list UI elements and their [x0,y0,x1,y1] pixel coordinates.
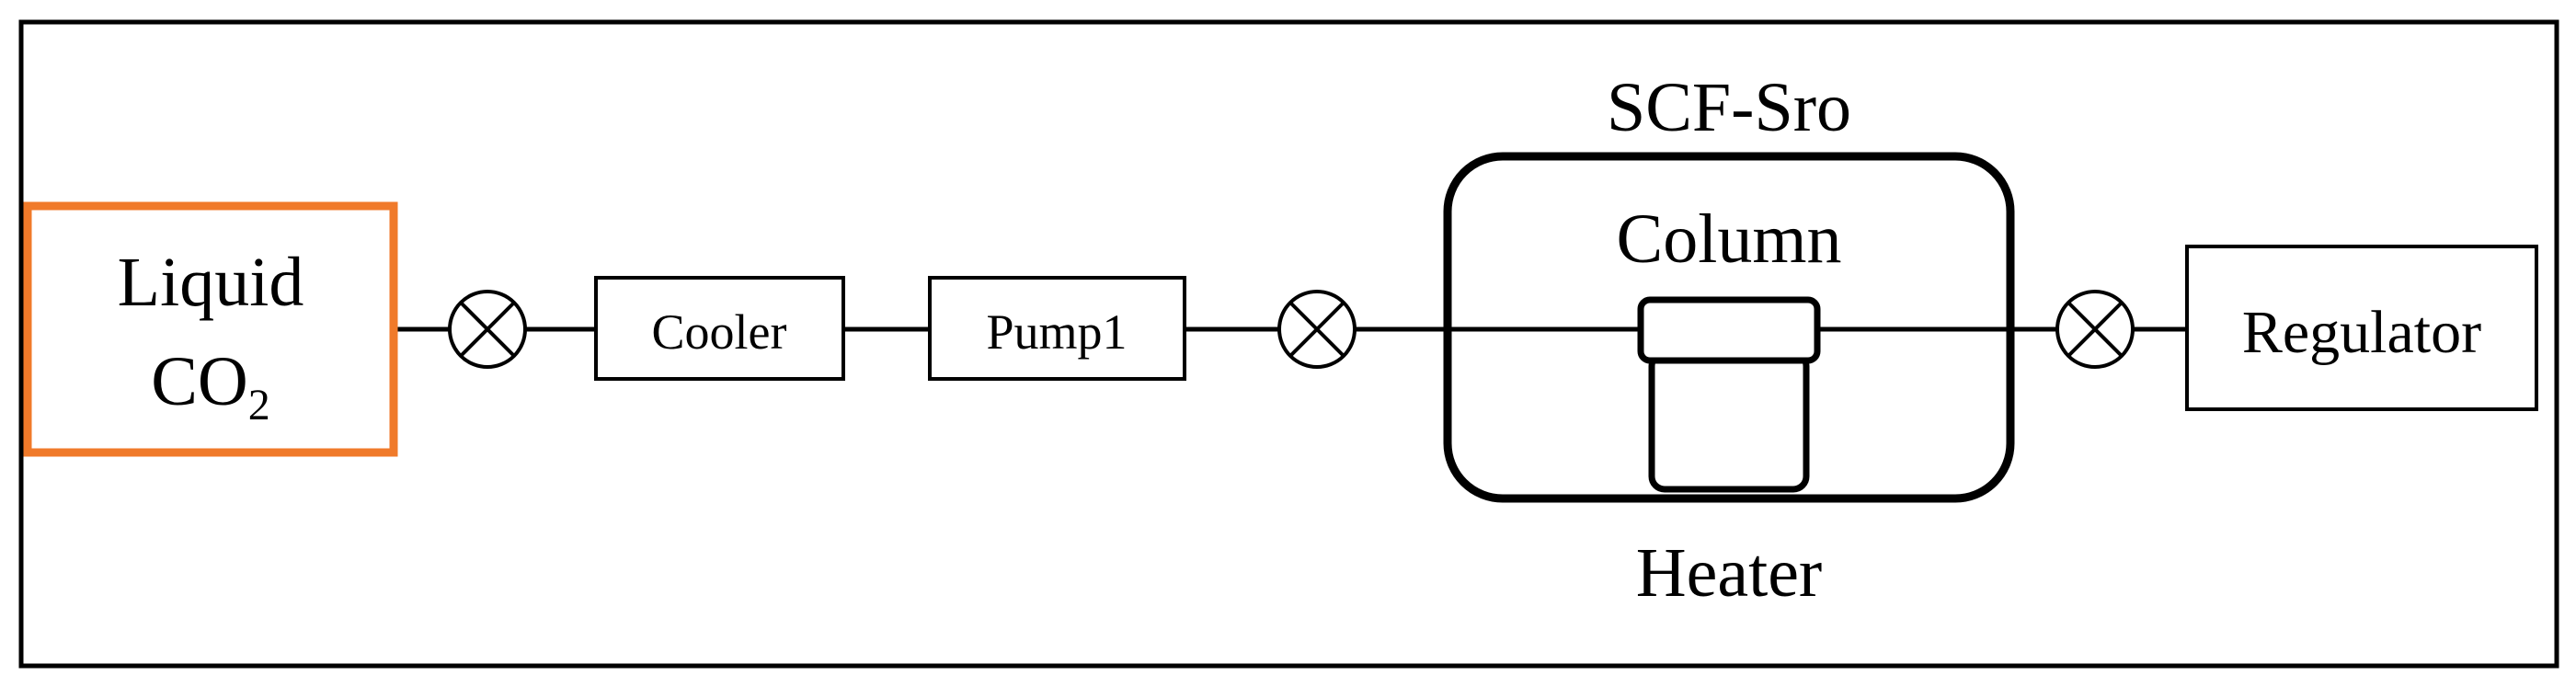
pump-box [928,276,1186,381]
co2-label: CO2 [151,343,270,429]
valve-3-cross-b [2067,301,2124,358]
column-body [1648,349,1810,493]
regulator-box [2185,245,2538,411]
column-label: Column [1617,200,1842,278]
valve-2-cross-b [1288,301,1345,358]
liquid-label: Liquid [118,244,304,321]
oven-title: SCF-Sro [1607,69,1851,146]
pump-label: Pump1 [986,304,1127,360]
co2-subscript: 2 [248,381,270,429]
valve-1-cross-b [459,301,516,358]
valve-3 [2055,290,2135,369]
valve-2 [1277,290,1357,369]
valve-1 [448,290,527,369]
cooler-box [594,276,845,381]
liquid-co2-box [23,201,398,457]
cooler-unit: Cooler [594,276,845,381]
cooler-label: Cooler [652,304,787,360]
column-cap [1637,296,1821,364]
regulator-unit: Regulator [2185,245,2538,411]
heater-label: Heater [1636,534,1823,612]
regulator-label: Regulator [2242,299,2481,366]
co2-main: CO [151,343,248,420]
pump-unit: Pump1 [928,276,1186,381]
scf-oven: SCF-Sro Column Heater [1443,69,2015,612]
liquid-co2-source: Liquid CO2 [23,201,398,457]
